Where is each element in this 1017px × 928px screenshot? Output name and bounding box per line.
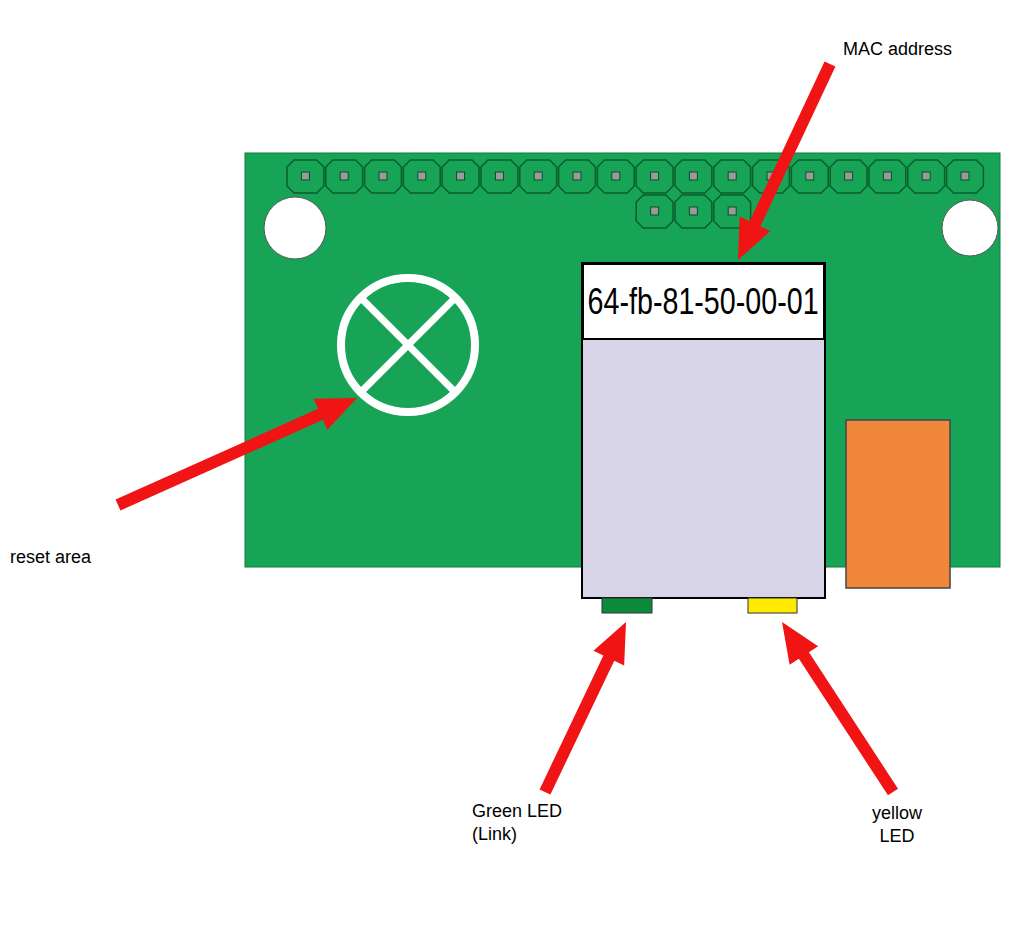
header-pad (830, 160, 867, 193)
callout-arrow (118, 398, 357, 505)
header-pad (365, 160, 402, 193)
header-pad (869, 160, 906, 193)
mac-label: 64-fb-81-50-00-01 (582, 263, 825, 340)
mounting-hole (942, 200, 998, 256)
mac-address-value: 64-fb-81-50-00-01 (588, 284, 819, 320)
header-pad (403, 160, 440, 193)
callout-arrow (738, 64, 830, 260)
part-name: Green LED (Link) (472, 800, 572, 845)
header-pad (947, 160, 984, 193)
callout-arrow (782, 622, 893, 792)
header-pad (287, 160, 324, 193)
header-pad (597, 160, 634, 193)
header-pad (675, 195, 712, 228)
header-pad (481, 160, 518, 193)
mounting-hole (264, 197, 326, 259)
header-pad (636, 195, 673, 228)
part-name: MAC address (843, 38, 952, 61)
ethernet-jack (582, 263, 825, 598)
header-pad (442, 160, 479, 193)
header-pad (714, 160, 751, 193)
header-pad (908, 160, 945, 193)
header-pad (636, 160, 673, 193)
reset-symbol (341, 278, 475, 412)
yellow-led (748, 598, 797, 613)
part-name: yellow LED (862, 802, 932, 847)
header-pad (326, 160, 363, 193)
pin-header (287, 160, 983, 228)
header-pad (675, 160, 712, 193)
orange-component (846, 420, 950, 588)
header-pad (791, 160, 828, 193)
header-pad (520, 160, 557, 193)
green-led (602, 598, 652, 613)
header-pad (559, 160, 596, 193)
callout-arrow (545, 622, 626, 792)
part-name: reset area (10, 546, 91, 569)
